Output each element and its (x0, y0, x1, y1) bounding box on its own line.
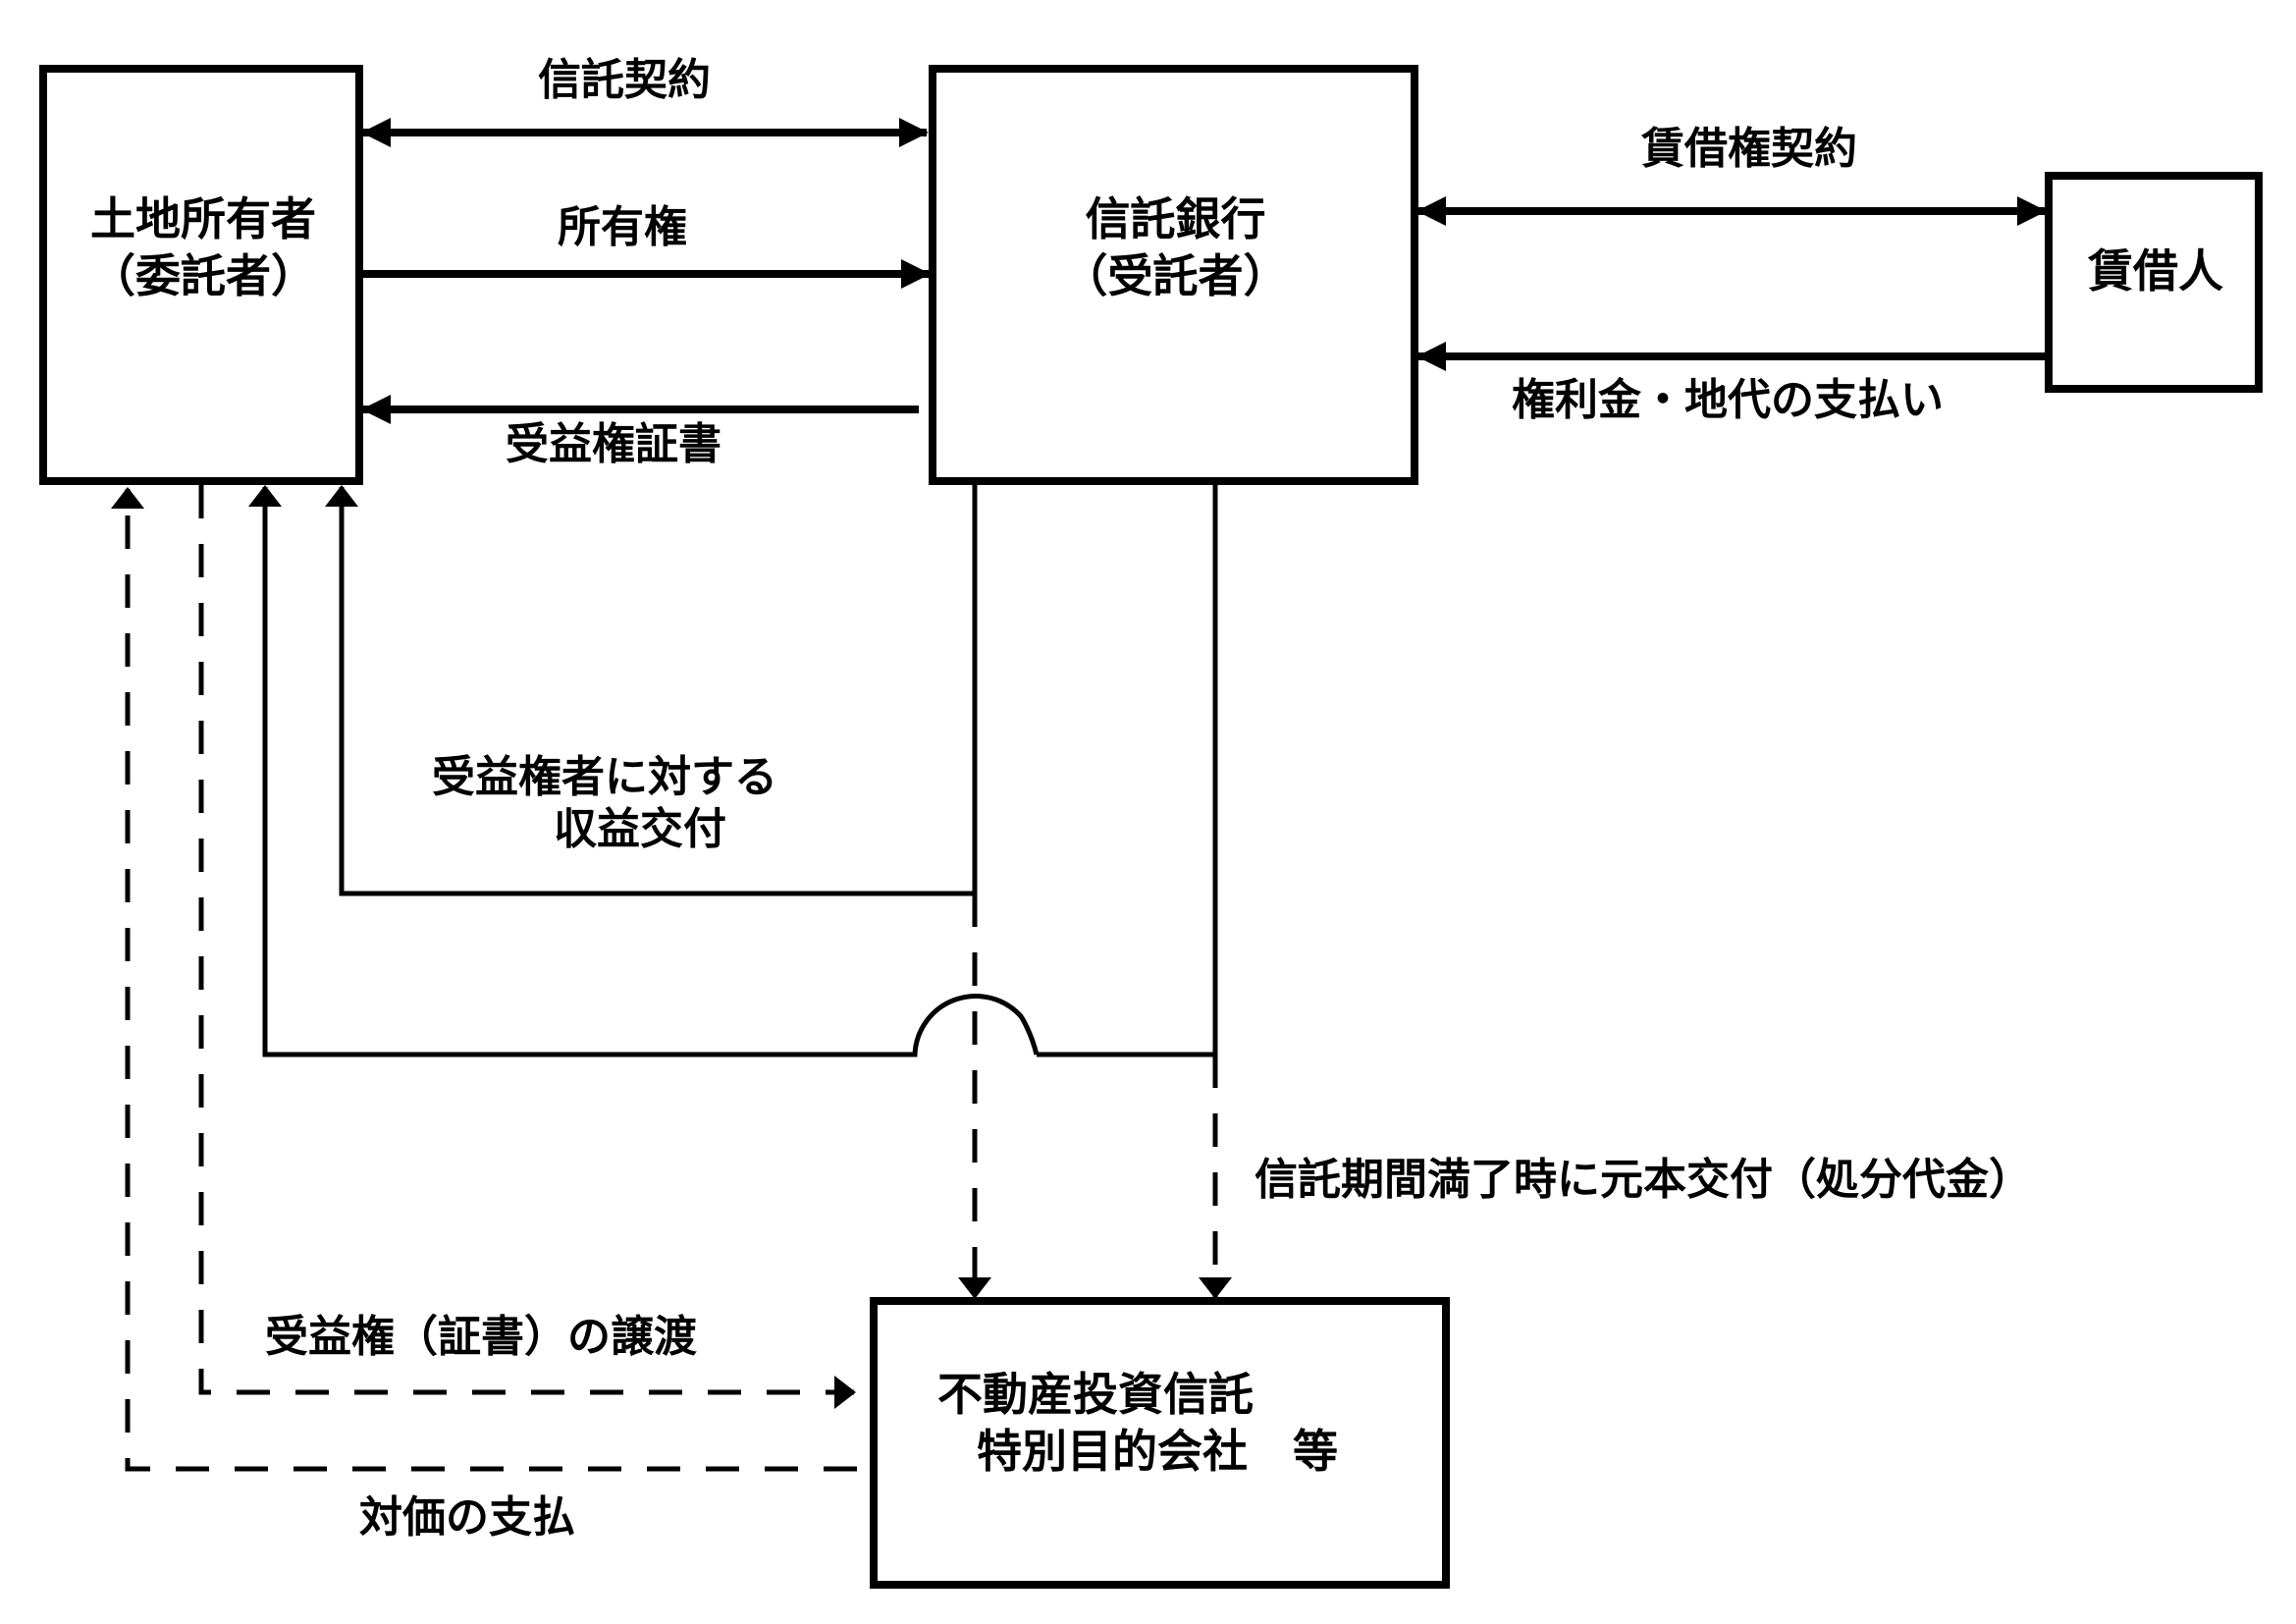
trustee-role: （受託者） (1062, 248, 1289, 302)
consideration-payment-label: 対価の支払 (359, 1492, 575, 1543)
settlor-box (39, 65, 363, 485)
investor-label: 不動産投資信託 特別目的会社 等 (937, 1367, 1338, 1480)
income-distribution-label-line2: 収益交付 (554, 803, 726, 854)
trust-contract-label: 信託契約 (538, 55, 711, 105)
investor-name: 不動産投資信託 (937, 1368, 1254, 1421)
investor-box (870, 1297, 1450, 1589)
settlor-label: 土地所有者 （委託者） (43, 191, 363, 304)
principal-to-settlor-line (265, 487, 1215, 1057)
trustee-label: 信託銀行 （受託者） (933, 191, 1418, 304)
lessee-label: 賃借人 (2088, 244, 2223, 298)
ownership-label: 所有権 (558, 202, 687, 252)
income-distribution-label-line1: 受益権者に対する (432, 752, 777, 802)
principal-distribution-label: 信託期間満了時に元本交付（処分代金） (1255, 1155, 2032, 1205)
investor-sub: 特別目的会社 等 (977, 1424, 1338, 1478)
consideration-payment-arrow (111, 487, 857, 1472)
beneficiary-certificate-label: 受益権証書 (506, 419, 721, 469)
lessee-box (2045, 172, 2263, 393)
settlor-role: （委託者） (90, 248, 316, 302)
trustee-box (929, 65, 1418, 485)
income-to-settlor-line (325, 485, 975, 896)
income-distribution-label: 受益権者に対する 収益交付 (432, 752, 777, 856)
settlor-name: 土地所有者 (90, 192, 316, 245)
beneficial-interest-transfer-arrow (198, 485, 856, 1409)
rent-payment-label: 権利金・地代の支払い (1512, 375, 1944, 425)
trustee-name: 信託銀行 (1085, 192, 1266, 245)
beneficial-interest-transfer-label: 受益権（証書）の譲渡 (265, 1312, 697, 1362)
lease-contract-label: 賃借権契約 (1641, 124, 1857, 174)
